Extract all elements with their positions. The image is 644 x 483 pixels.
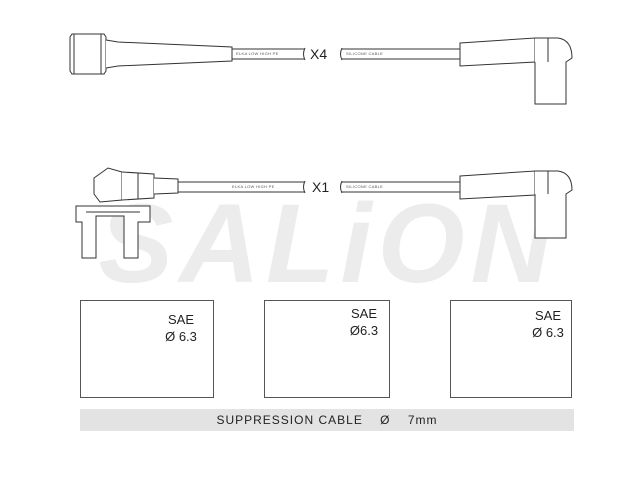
cable-1-multiplier: X4 (310, 46, 328, 62)
sae-label: SAE (350, 306, 377, 321)
cable-2-print-right: SILICONE CABLE (346, 184, 384, 189)
diameter-label: Ø6.3 (349, 323, 379, 338)
cable-1 (69, 33, 573, 105)
cable-1-print-right: SILICONE CABLE (346, 51, 384, 56)
suppression-cable-label: SUPPRESSION CABLE (216, 413, 363, 427)
sae-label: SAE (167, 312, 194, 327)
terminal-box-coil-cap: SAE Ø6.3 (264, 300, 390, 398)
terminal-box-distributor-cap: SAE Ø 6.3 (450, 300, 572, 398)
suppression-cable-banner: SUPPRESSION CABLE Ø 7mm (80, 409, 574, 431)
brand-watermark: SALiON (98, 190, 557, 300)
cable-2 (75, 167, 573, 259)
cable-2-multiplier: X1 (312, 179, 330, 195)
cable-diameter-value: 7mm (407, 413, 438, 427)
diameter-symbol: Ø (380, 413, 391, 427)
diameter-label: Ø 6.3 (165, 329, 197, 344)
terminal-box-spark-plug: SAE Ø 6.3 (80, 300, 214, 398)
sae-label: SAE (534, 308, 561, 323)
cable-2-print-left: ELKA LOW HIGH PE (232, 184, 275, 189)
watermark-text: SALiON (98, 190, 557, 300)
cable-1-print-left: ELKA LOW HIGH PE (236, 51, 279, 56)
diameter-label: Ø 6.3 (532, 325, 564, 340)
